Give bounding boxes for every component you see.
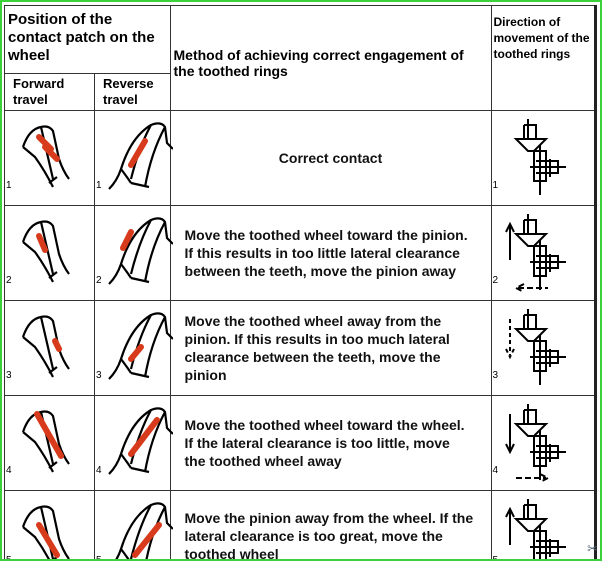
header-forward: Forward travel — [4, 73, 95, 111]
table-row: 5 5 Move the pinion away from the wheel.… — [4, 490, 598, 561]
table-row: 2 2 Move the toothed wheel toward the pi… — [4, 205, 598, 301]
reverse-cell: 2 — [94, 205, 173, 301]
forward-contact-diagram — [21, 125, 70, 188]
method-cell: Move the toothed wheel toward the wheel.… — [169, 395, 492, 491]
gear-movement-diagram — [504, 404, 566, 483]
method-text: Correct contact — [278, 150, 383, 166]
direction-cell: 3 — [490, 300, 598, 396]
reverse-contact-diagram — [108, 407, 173, 475]
reverse-cell: 1 — [94, 110, 173, 206]
reverse-cell: 4 — [94, 395, 173, 491]
row-number: 2 — [492, 275, 499, 286]
table-row: 4 4 Move the toothed wheel toward the wh… — [4, 395, 598, 491]
direction-cell: 4 — [490, 395, 598, 491]
method-text: Move the toothed wheel away from the pin… — [184, 313, 450, 383]
forward-cell: 4 — [4, 395, 95, 491]
header-reverse-text: Reverse travel — [103, 76, 154, 107]
header-direction-text: Direction of movement of the toothed rin… — [493, 15, 590, 61]
reverse-contact-diagram — [108, 312, 173, 380]
forward-cell: 2 — [4, 205, 95, 301]
forward-cell: 3 — [4, 300, 95, 396]
row-number: 3 — [492, 370, 499, 381]
row-number: 4 — [492, 465, 499, 476]
header-position: Position of the contact patch on the whe… — [4, 5, 171, 74]
direction-cell: 5 — [490, 490, 598, 561]
forward-cell: 5 — [4, 490, 95, 561]
method-text: Move the toothed wheel toward the wheel.… — [184, 417, 465, 469]
method-cell: Move the toothed wheel away from the pin… — [169, 300, 492, 396]
row-number: 5 — [6, 555, 12, 561]
row-number: 4 — [6, 465, 12, 476]
table-row: 3 3 Move the toothed wheel away from the… — [4, 300, 598, 396]
reverse-cell: 5 — [94, 490, 173, 561]
reverse-contact-diagram — [108, 217, 173, 285]
reverse-contact-diagram — [108, 122, 173, 190]
tools-icon[interactable]: ✂ — [587, 541, 598, 556]
forward-cell: 1 — [4, 110, 95, 206]
row-number: 3 — [96, 370, 102, 381]
header-position-text: Position of the contact patch on the whe… — [8, 11, 155, 64]
method-text: Move the toothed wheel toward the pinion… — [184, 227, 468, 279]
reverse-contact-diagram — [115, 502, 173, 559]
row-number: 4 — [96, 465, 102, 476]
gear-movement-diagram — [504, 214, 566, 293]
row-number: 2 — [96, 275, 102, 286]
table-row: 1 1 Correct contact 1 — [4, 110, 598, 206]
header-forward-text: Forward travel — [13, 76, 65, 107]
method-cell: Move the toothed wheel toward the pinion… — [169, 205, 492, 301]
header-reverse: Reverse travel — [94, 73, 171, 111]
forward-contact-diagram — [21, 315, 70, 378]
gear-movement-diagram — [504, 309, 566, 385]
forward-contact-diagram — [21, 505, 70, 559]
forward-contact-diagram — [21, 410, 70, 473]
row-number: 1 — [96, 180, 102, 191]
row-number: 1 — [492, 180, 499, 191]
reverse-cell: 3 — [94, 300, 173, 396]
header-method: Method of achieving correct engagement o… — [169, 5, 492, 111]
direction-cell: 2 — [490, 205, 598, 301]
header-method-text: Method of achieving correct engagement o… — [173, 47, 464, 79]
row-number: 1 — [6, 180, 12, 191]
row-number: 3 — [6, 370, 12, 381]
direction-cell: 1 — [490, 110, 598, 206]
gear-movement-diagram — [513, 119, 566, 195]
method-cell: Move the pinion away from the wheel. If … — [169, 490, 492, 561]
gear-movement-diagram — [504, 499, 566, 559]
header-direction: Direction of movement of the toothed rin… — [490, 5, 598, 111]
method-cell: Correct contact — [169, 110, 492, 206]
row-number: 5 — [492, 555, 499, 561]
gear-contact-table: Position of the contact patch on the whe… — [4, 5, 598, 561]
row-number: 5 — [96, 555, 102, 561]
method-text: Move the pinion away from the wheel. If … — [184, 509, 474, 561]
forward-contact-diagram — [21, 220, 70, 283]
row-number: 2 — [6, 275, 12, 286]
